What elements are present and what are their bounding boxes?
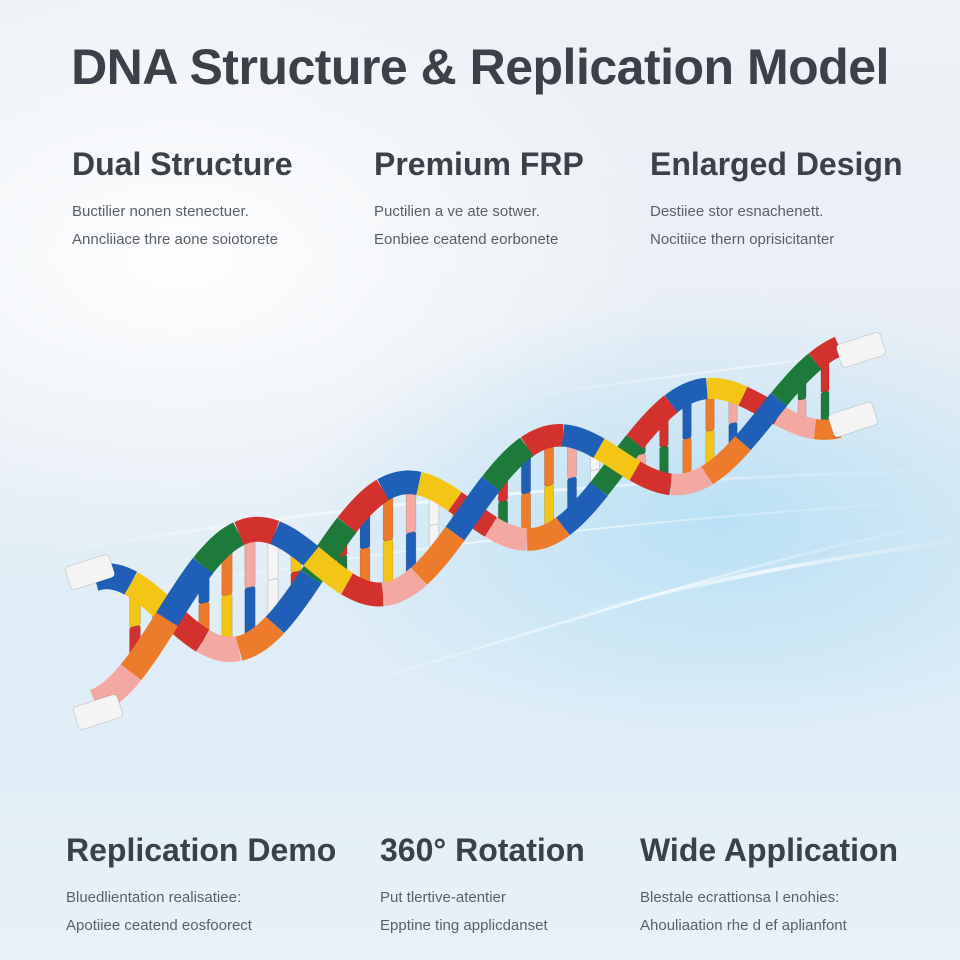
feature-text-line: Destiiee stor esnachenett.: [650, 203, 824, 220]
feature-text-line: Nocitiice thern oprisicitanter: [650, 231, 835, 248]
backbone-segment-strand-b: [445, 476, 501, 541]
backbone-segment-strand-a: [556, 482, 608, 536]
backbone-segment-strand-b: [808, 336, 844, 370]
feature-wide-application: Wide Application Blestale ecrattionsa l …: [640, 832, 940, 943]
feature-enlarged-design: Enlarged Design Destiiee stor esnachenet…: [650, 146, 950, 257]
feature-heading: Wide Application: [640, 832, 899, 868]
backbone-segment-strand-b: [520, 424, 564, 457]
end-cap: [827, 401, 879, 438]
end-cap: [64, 554, 116, 590]
sugar-phosphate-backbones: [64, 331, 887, 730]
backbone-segment-strand-b: [303, 546, 354, 594]
feature-text-line: Puctilien a ve ate sotwer.: [374, 203, 540, 220]
feature-text-line: Bluedlientation realisatiee:: [66, 889, 242, 906]
backbone-segment-strand-a: [626, 395, 678, 449]
backbone-segment-strand-b: [381, 567, 427, 607]
feature-text-line: Apotiiee ceatend eosfoorect: [66, 917, 252, 934]
backbone-segment-strand-b: [156, 557, 214, 627]
feature-heading: Enlarged Design: [650, 146, 903, 182]
backbone-segment-strand-b: [341, 573, 384, 607]
feature-heading: 360° Rotation: [380, 832, 585, 868]
backbone-segment-strand-b: [270, 521, 319, 566]
backbone-segment-strand-a: [526, 517, 570, 551]
backbone-segment-strand-b: [629, 461, 673, 496]
backbone-segment-strand-b: [561, 424, 605, 458]
feature-premium-frp: Premium FRP Puctilien a ve ate sotwer. E…: [374, 146, 674, 257]
backbone-segment-strand-a: [664, 377, 709, 413]
feature-text-line: Ahouliaation rhe d ef aplianfont: [640, 917, 847, 934]
feature-heading: Dual Structure: [72, 146, 293, 182]
backbone-segment-strand-b: [771, 353, 822, 406]
backbone-segment-strand-b: [234, 516, 280, 546]
backbone-segment-strand-b: [593, 438, 641, 481]
feature-text-line: Epptine ting applicdanset: [380, 917, 548, 934]
backbone-segment-strand-a: [235, 616, 284, 661]
backbone-segment-strand-b: [670, 466, 713, 496]
end-cap: [72, 694, 124, 730]
backbone-segment-strand-a: [774, 406, 817, 440]
backbone-segment-strand-b: [193, 522, 245, 574]
backbone-segment-strand-b: [120, 612, 178, 681]
feature-360-rotation: 360° Rotation Put tlertive-atentier Eppt…: [380, 832, 680, 943]
backbone-segment-strand-a: [337, 479, 390, 533]
backbone-segment-strand-b: [482, 437, 534, 491]
feature-text-line: Buctilier nonen stenectuer.: [72, 203, 249, 220]
feature-replication-demo: Replication Demo Bluedlientation realisa…: [66, 832, 366, 943]
end-cap: [835, 331, 887, 368]
backbone-segment-strand-a: [377, 470, 422, 501]
feature-heading: Replication Demo: [66, 832, 337, 868]
backbone-segment-strand-a: [265, 570, 322, 634]
backbone-segment-strand-b: [735, 392, 788, 451]
feature-dual-structure: Dual Structure Buctilier nonen stenectue…: [72, 146, 372, 257]
backbone-segment-strand-a: [706, 377, 748, 406]
feature-text-line: Eonbiee ceatend eorbonete: [374, 231, 559, 248]
feature-heading: Premium FRP: [374, 146, 584, 182]
feature-text-line: Anncliiace thre aone soiotorete: [72, 231, 278, 248]
backbone-segment-strand-a: [416, 472, 462, 512]
backbone-segment-strand-a: [485, 517, 528, 551]
feature-text-line: Put tlertive-atentier: [380, 889, 506, 906]
backbone-segment-strand-b: [411, 526, 465, 585]
page-title: DNA Structure & Replication Model: [71, 39, 889, 95]
backbone-segment-strand-b: [701, 436, 751, 485]
feature-text-line: Blestale ecrattionsa l enohies:: [640, 889, 840, 906]
backbone-segment-strand-a: [196, 629, 241, 663]
